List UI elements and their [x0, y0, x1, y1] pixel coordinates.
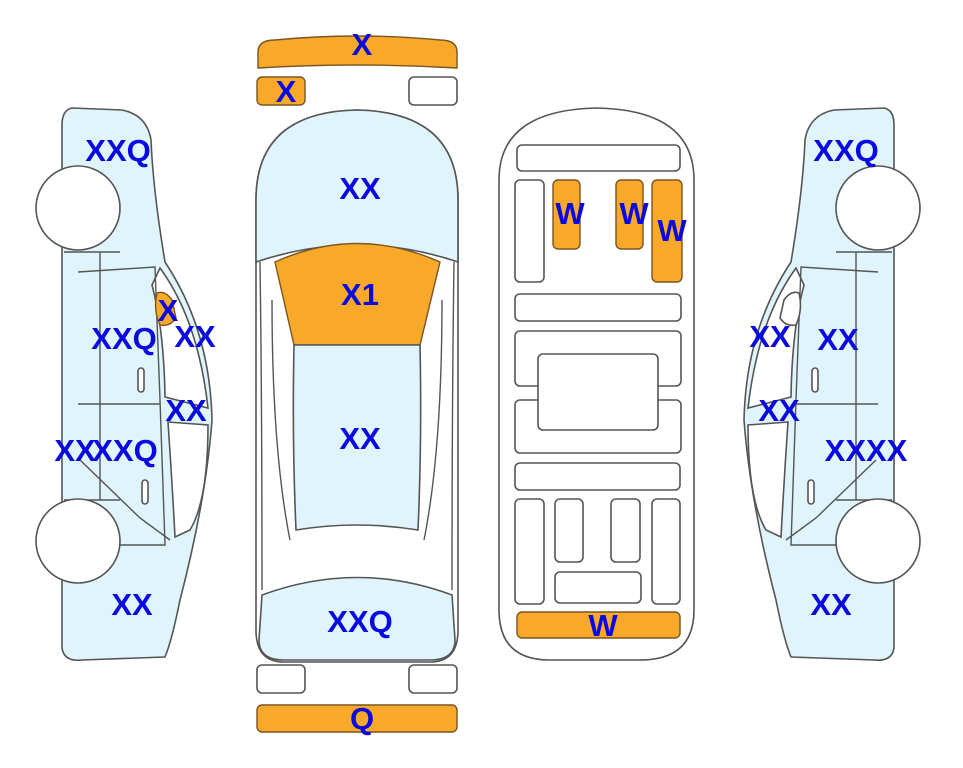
underbody-part[interactable]	[514, 293, 682, 322]
underbody-part[interactable]	[514, 179, 545, 283]
label-left-rear-quarter: XX	[111, 587, 153, 622]
rear-door-handle-icon	[141, 479, 149, 505]
label-right-front-door: XX	[817, 322, 859, 357]
left-front-wheel[interactable]	[35, 165, 121, 251]
right-side-view	[743, 107, 921, 662]
underbody-part[interactable]	[514, 462, 681, 491]
right-rear-door-handle-icon	[807, 479, 815, 505]
front-door-handle-icon	[137, 367, 145, 393]
underbody-view	[498, 107, 695, 661]
label-roof: XX	[339, 421, 381, 456]
label-left-mirror: X	[158, 293, 179, 328]
rear-bumper[interactable]	[256, 704, 458, 733]
label-left-front-fender: XXQ	[85, 133, 150, 168]
label-right-rear-door: XXXX	[825, 433, 908, 468]
right-rear-wheel[interactable]	[835, 498, 921, 584]
left-side-rear-window[interactable]	[167, 421, 209, 539]
label-windshield: X1	[341, 277, 379, 312]
roof[interactable]	[292, 344, 422, 531]
label-front-bumper: X	[352, 27, 373, 62]
front-bumper[interactable]	[257, 35, 458, 69]
left-rear-wheel[interactable]	[35, 498, 121, 584]
top-side-lines	[259, 261, 455, 591]
underbody-rear-damaged[interactable]	[516, 611, 681, 639]
label-left-front-window: XX	[174, 319, 216, 354]
label-left-rear-door: XXQ	[92, 433, 157, 468]
underbody-part-damaged-c[interactable]	[651, 179, 683, 283]
label-left-rear-window: XX	[165, 393, 207, 428]
underbody-center-part[interactable]	[537, 353, 659, 431]
label-underbody-rear: W	[588, 608, 618, 643]
left-mirror[interactable]	[154, 291, 177, 327]
rear-right-light[interactable]	[408, 664, 458, 694]
underbody-part-damaged-a[interactable]	[552, 179, 581, 250]
underbody-part[interactable]	[610, 498, 641, 563]
label-trunk: XXQ	[327, 604, 392, 639]
top-view	[255, 35, 459, 733]
underbody-part[interactable]	[554, 571, 642, 604]
label-right-front-fender: XXQ	[813, 133, 878, 168]
label-right-rear-quarter: XX	[810, 587, 852, 622]
label-right-front-window: XX	[749, 319, 791, 354]
right-front-wheel[interactable]	[835, 165, 921, 251]
windshield[interactable]	[274, 242, 441, 346]
right-side-rear-window[interactable]	[747, 421, 789, 539]
label-underbody-b: W	[619, 196, 649, 231]
label-left-sill: XX	[54, 433, 96, 468]
label-underbody-a: W	[555, 196, 585, 231]
underbody-part-damaged-b[interactable]	[615, 179, 644, 250]
label-front-left-light: X	[276, 74, 297, 109]
right-front-door-handle-icon	[811, 367, 819, 393]
label-left-front-door: XXQ	[91, 321, 156, 356]
right-mirror[interactable]	[779, 291, 802, 327]
underbody-part[interactable]	[516, 144, 681, 172]
front-right-light[interactable]	[408, 76, 458, 106]
underbody-part[interactable]	[651, 498, 681, 605]
trunk[interactable]	[258, 576, 456, 661]
label-underbody-c: W	[657, 213, 687, 248]
underbody-part[interactable]	[514, 498, 545, 605]
label-right-rear-window: XX	[758, 393, 800, 428]
label-hood: XX	[339, 171, 381, 206]
underbody-part[interactable]	[554, 498, 584, 563]
left-side-view	[35, 107, 213, 662]
rear-left-light[interactable]	[256, 664, 306, 694]
front-left-light[interactable]	[256, 76, 306, 106]
label-rear-bumper: Q	[350, 701, 374, 736]
